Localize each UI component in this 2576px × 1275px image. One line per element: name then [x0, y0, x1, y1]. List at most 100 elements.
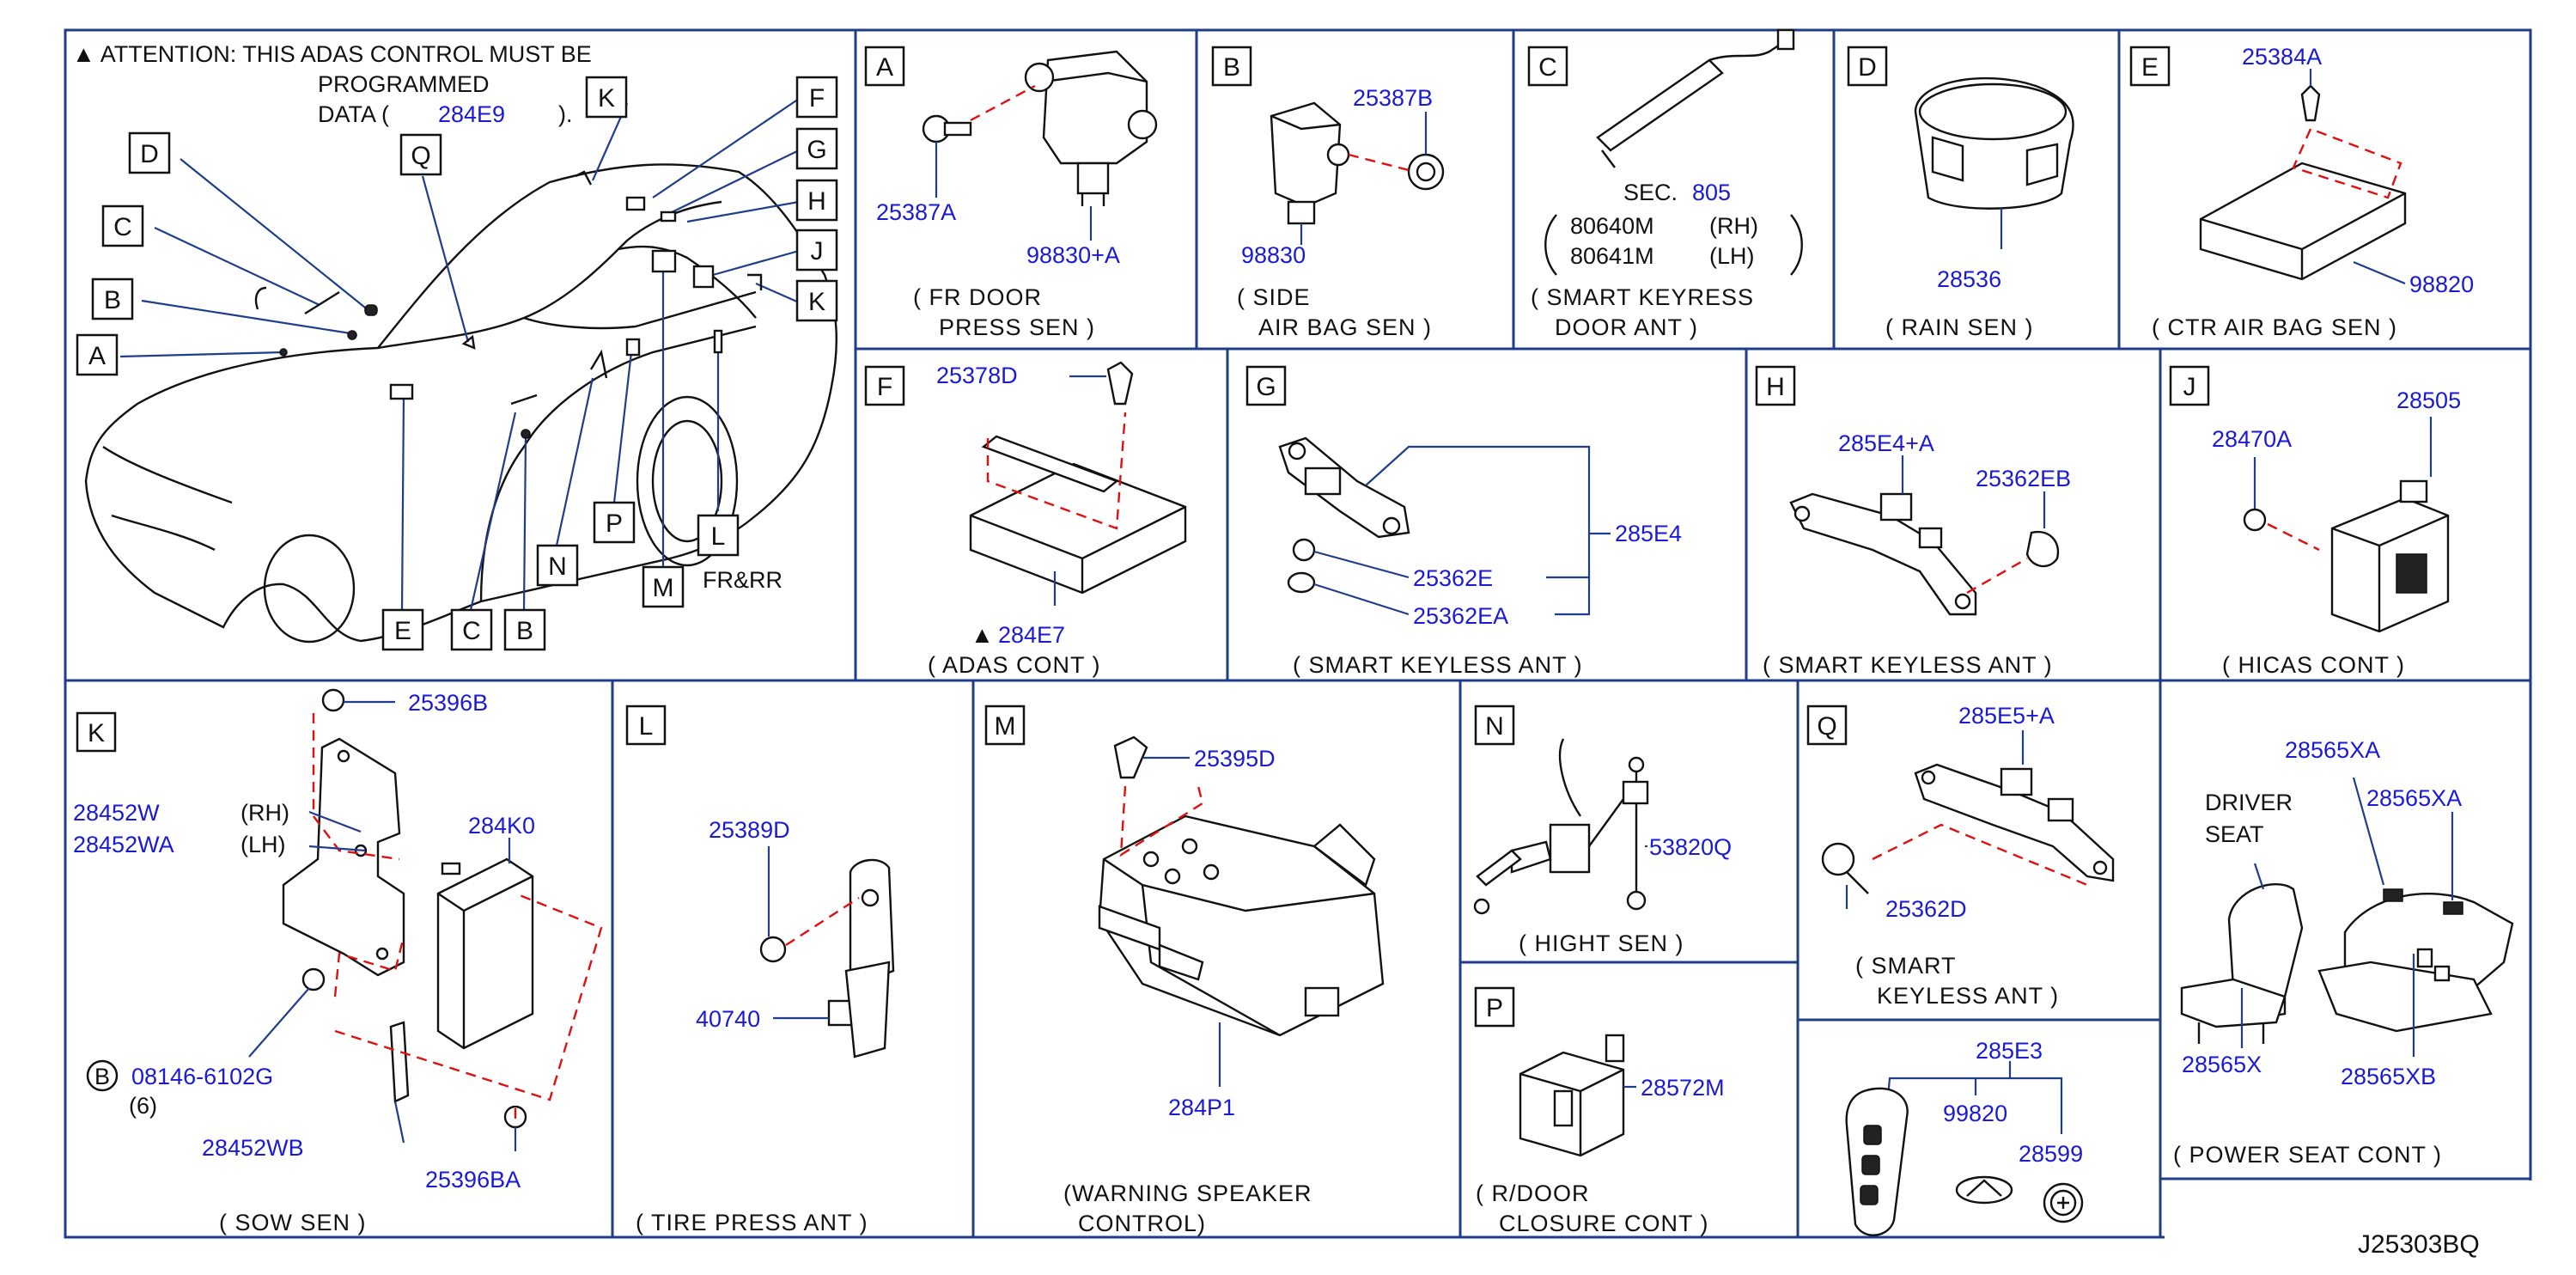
callout-M[interactable]: M: [642, 565, 685, 608]
panel-C-caption-1: ( SMART KEYRESS: [1531, 284, 1754, 310]
callout-B[interactable]: B: [91, 278, 134, 320]
part-25395D[interactable]: 25395D: [1194, 746, 1276, 772]
panel-L: L 25389D 40740 ( TIRE PRESS ANT ): [625, 705, 895, 1235]
svg-text:J: J: [811, 237, 824, 265]
hicas-module-icon: [2243, 479, 2450, 633]
panel-E-letter: E: [2141, 53, 2159, 82]
panel-F-adas-mark: ▲: [971, 622, 994, 648]
power-seat-icon: [2180, 883, 2514, 1044]
panel-P: P 28572M ( R/DOOR CLOSURE CONT ): [1474, 986, 1725, 1236]
panel-L-caption-1: ( TIRE PRESS ANT ): [636, 1210, 868, 1235]
part-28505[interactable]: 28505: [2396, 387, 2461, 413]
panel-Q-letter: Q: [1817, 712, 1836, 741]
part-25362E[interactable]: 25362E: [1413, 565, 1493, 591]
svg-text:K: K: [808, 288, 825, 316]
part-98830[interactable]: 98830: [1241, 242, 1306, 268]
overview-panel: ▲ ATTENTION: THIS ADAS CONTROL MUST BE P…: [72, 41, 838, 651]
panel-B: B 25387B 98830 ( SIDE AIR BAG SEN ): [1211, 46, 1445, 340]
part-28452W[interactable]: 28452W: [73, 800, 160, 826]
panel-Q: Q 285E5+A 25362D ( SMART KEYLESS ANT ): [1806, 703, 2115, 1009]
part-28565X[interactable]: 28565X: [2182, 1052, 2262, 1077]
svg-text:P: P: [606, 509, 623, 538]
attention-part-link[interactable]: 284E9: [438, 101, 505, 127]
part-98820[interactable]: 98820: [2409, 271, 2474, 297]
part-284P1[interactable]: 284P1: [1168, 1095, 1235, 1120]
panel-A: A 25387A 98830+A ( FR DOOR PRESS SEN ): [864, 46, 1158, 340]
part-285E4-plus-A[interactable]: 285E4+A: [1838, 430, 1934, 456]
part-28452WA[interactable]: 28452WA: [73, 832, 174, 857]
part-28565XA-upper[interactable]: 28565XA: [2285, 737, 2380, 763]
callout-K-lower[interactable]: K: [795, 279, 838, 322]
part-284E7[interactable]: 284E7: [998, 622, 1065, 648]
door-antenna-icon: [1596, 28, 1795, 168]
part-98830-plus-A[interactable]: 98830+A: [1026, 242, 1120, 268]
part-285E4[interactable]: 285E4: [1615, 521, 1682, 546]
svg-text:F: F: [809, 84, 825, 113]
antenna-bracket-icon: [1821, 763, 2115, 894]
part-28599[interactable]: 28599: [2019, 1141, 2083, 1167]
part-53820Q[interactable]: 53820Q: [1649, 834, 1732, 860]
part-99820[interactable]: 99820: [1943, 1101, 2007, 1126]
svg-text:D: D: [140, 140, 159, 168]
panel-H-caption-1: ( SMART KEYLESS ANT ): [1763, 652, 2053, 678]
attention-line-1: ▲ ATTENTION: THIS ADAS CONTROL MUST BE: [72, 41, 592, 67]
callout-E[interactable]: E: [381, 608, 424, 651]
part-285E3[interactable]: 285E3: [1976, 1038, 2043, 1064]
panel-J: J 28470A 28505 ( HICAS CONT ): [2169, 365, 2461, 678]
part-25362EB[interactable]: 25362EB: [1976, 466, 2071, 491]
callout-L[interactable]: L: [697, 514, 740, 557]
part-25362EA[interactable]: 25362EA: [1413, 603, 1508, 629]
callout-N[interactable]: N: [536, 544, 579, 587]
part-28536[interactable]: 28536: [1937, 266, 2001, 292]
part-28470A[interactable]: 28470A: [2212, 426, 2292, 452]
callout-L-note: FR&RR: [703, 567, 783, 593]
part-25396B[interactable]: 25396B: [408, 690, 488, 716]
panel-C-sec-link[interactable]: 805: [1692, 180, 1731, 205]
callout-D[interactable]: D: [128, 131, 171, 174]
panel-P-letter: P: [1486, 994, 1503, 1022]
callout-P[interactable]: P: [593, 501, 636, 544]
panel-P-caption-2: CLOSURE CONT ): [1499, 1211, 1709, 1236]
callout-C[interactable]: C: [101, 204, 144, 247]
part-28572M[interactable]: 28572M: [1641, 1075, 1725, 1101]
panel-C-row1-side: (RH): [1709, 213, 1758, 239]
part-25384A[interactable]: 25384A: [2242, 44, 2322, 70]
panel-C-row1-number: 80640M: [1570, 213, 1654, 239]
callout-F[interactable]: F: [795, 76, 838, 119]
panel-F: F 25378D ▲ 284E7 ( ADAS CONT ): [864, 361, 1187, 678]
part-40740[interactable]: 40740: [696, 1006, 760, 1032]
part-25396BA[interactable]: 25396BA: [425, 1167, 521, 1193]
panel-D: D 28536 ( RAIN SEN ): [1847, 46, 2074, 340]
part-25362D[interactable]: 25362D: [1885, 896, 1967, 922]
svg-text:L: L: [711, 522, 726, 551]
driver-seat-label-1: DRIVER: [2205, 790, 2293, 815]
part-25389D[interactable]: 25389D: [709, 817, 790, 843]
part-28452WB[interactable]: 28452WB: [202, 1135, 304, 1161]
callout-B-lower[interactable]: B: [503, 608, 546, 651]
part-285E5-plus-A[interactable]: 285E5+A: [1958, 703, 2055, 729]
callout-G[interactable]: G: [795, 127, 838, 170]
part-25378D[interactable]: 25378D: [936, 363, 1018, 388]
panel-F-letter: F: [877, 373, 892, 401]
part-28565XA-lower[interactable]: 28565XA: [2366, 785, 2462, 811]
part-25387B[interactable]: 25387B: [1353, 85, 1433, 111]
part-28565XB[interactable]: 28565XB: [2341, 1064, 2436, 1089]
panel-A-letter: A: [876, 53, 893, 82]
part-284K0[interactable]: 284K0: [468, 813, 535, 839]
callout-A[interactable]: A: [76, 333, 119, 376]
part-08146-6102G[interactable]: 08146-6102G: [131, 1064, 273, 1089]
callout-H[interactable]: H: [795, 179, 838, 222]
callout-Q[interactable]: Q: [399, 133, 442, 176]
panel-C-sec-label: SEC.: [1623, 180, 1678, 205]
callout-C-lower[interactable]: C: [450, 608, 493, 651]
panel-M: M 25395D 284P1 (WARNING SPEAKER CONTROL): [984, 705, 1385, 1236]
antenna-bracket-icon: [1278, 436, 1410, 594]
attention-line-2: PROGRAMMED: [318, 71, 490, 97]
callout-K-upper[interactable]: K: [585, 76, 628, 119]
callout-J[interactable]: J: [795, 229, 838, 271]
panel-grid: [64, 28, 2534, 1275]
svg-text:H: H: [807, 187, 826, 216]
part-25387A[interactable]: 25387A: [876, 199, 956, 225]
panel-C: C SEC. 805 80640M (RH) 80641M (LH) ( SMA…: [1527, 28, 1803, 340]
